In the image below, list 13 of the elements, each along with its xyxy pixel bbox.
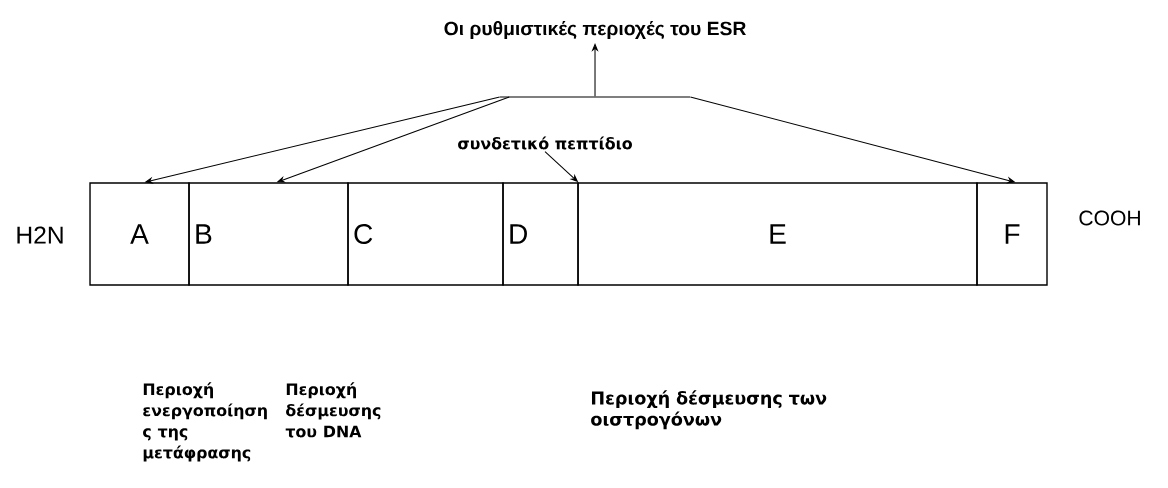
region-description: Περιοχή ενεργοποίηση ς της μετάφρασης xyxy=(143,382,267,462)
region-description: Περιοχή δέσμευσης του DNA xyxy=(285,382,381,438)
segment-box: A xyxy=(89,182,190,286)
terminus-label: COOH xyxy=(1079,210,1140,226)
segment-box: B xyxy=(188,182,349,286)
segment-box: C xyxy=(347,182,504,286)
segment-box: D xyxy=(502,182,579,286)
region-description: Περιοχή δέσμευσης των οιστρογόνων xyxy=(591,390,827,430)
segment-box: F xyxy=(976,182,1048,286)
callout-text: συνδετικό πεπτίδιο xyxy=(458,136,632,150)
segment-box: E xyxy=(577,182,978,286)
title: Οι ρυθμιστικές περιοχές του ESR xyxy=(444,20,746,40)
terminus-label: H2N xyxy=(17,226,63,244)
